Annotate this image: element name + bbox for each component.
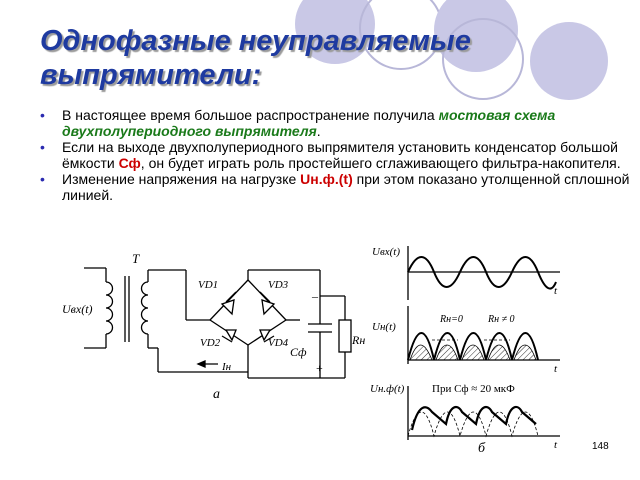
diode-vd3 <box>259 291 276 316</box>
bullet-text: . <box>316 123 321 139</box>
bullet-icon: • <box>40 171 45 187</box>
capacitor <box>308 320 332 346</box>
rn-nonzero-label: Rн ≠ 0 <box>487 314 515 325</box>
current-label: Iн <box>221 361 232 373</box>
load-resistor <box>338 319 352 353</box>
bullet-text: Изменение напряжения на нагрузке <box>62 171 301 187</box>
diode-vd4 <box>259 329 275 343</box>
bullet-text: Если на выходе двухполупериодного выпрям… <box>62 139 618 171</box>
transformer-label: T <box>132 251 140 266</box>
capacitor-note: При Cф ≈ 20 мкФ <box>432 383 515 395</box>
bullet-list: • В настоящее время большое распростране… <box>40 107 630 203</box>
graphs-caption: б <box>478 441 486 456</box>
bullet-icon: • <box>40 107 45 123</box>
circuit-caption: а <box>213 387 220 402</box>
vd3-label: VD3 <box>268 279 289 291</box>
diode-vd1 <box>220 291 237 316</box>
load-label: Rн <box>351 333 365 347</box>
bullet-highlight: Uн.ф.(t) <box>300 171 353 187</box>
circuit-schematic <box>84 267 352 379</box>
bullet-icon: • <box>40 139 45 155</box>
un-label: Uн(t) <box>372 321 396 333</box>
deco-circle <box>442 18 524 100</box>
rn-zero-label: Rн=0 <box>439 314 463 325</box>
t-axis-label: t <box>554 439 558 451</box>
bullet-item: • Если на выходе двухполупериодного выпр… <box>40 139 630 171</box>
page-title: Однофазные неуправляемые выпрямители: <box>40 25 471 91</box>
uin-label: Uвх(t) <box>372 246 400 258</box>
bullet-highlight: мостовая схема двухполупериодного выпрям… <box>62 107 556 139</box>
capacitor-label: Cф <box>290 345 307 359</box>
unf-label: Uн.ф(t) <box>370 383 405 395</box>
bullet-text: при этом показано утолщенной сплошной ли… <box>62 171 630 203</box>
deco-circle <box>530 22 608 100</box>
waveform-graphs <box>407 246 560 440</box>
minus-sign: – <box>311 289 319 303</box>
vd2-label: VD2 <box>200 337 221 349</box>
page-number: 148 <box>592 441 609 452</box>
bullet-highlight: Сф <box>118 155 141 171</box>
vd4-label: VD4 <box>268 337 289 349</box>
vd1-label: VD1 <box>198 279 218 291</box>
t-axis-label: t <box>554 285 558 297</box>
input-voltage-label: Uвх(t) <box>62 302 93 316</box>
plus-sign: + <box>316 361 323 375</box>
t-axis-label: t <box>554 363 558 375</box>
bullet-item: • Изменение напряжения на нагрузке Uн.ф.… <box>40 171 630 203</box>
bullet-text: В настоящее время большое распространени… <box>62 107 439 123</box>
diode-vd2 <box>221 329 237 343</box>
bullet-item: • В настоящее время большое распростране… <box>40 107 630 139</box>
bullet-text: , он будет играть роль простейшего сглаж… <box>140 155 621 171</box>
